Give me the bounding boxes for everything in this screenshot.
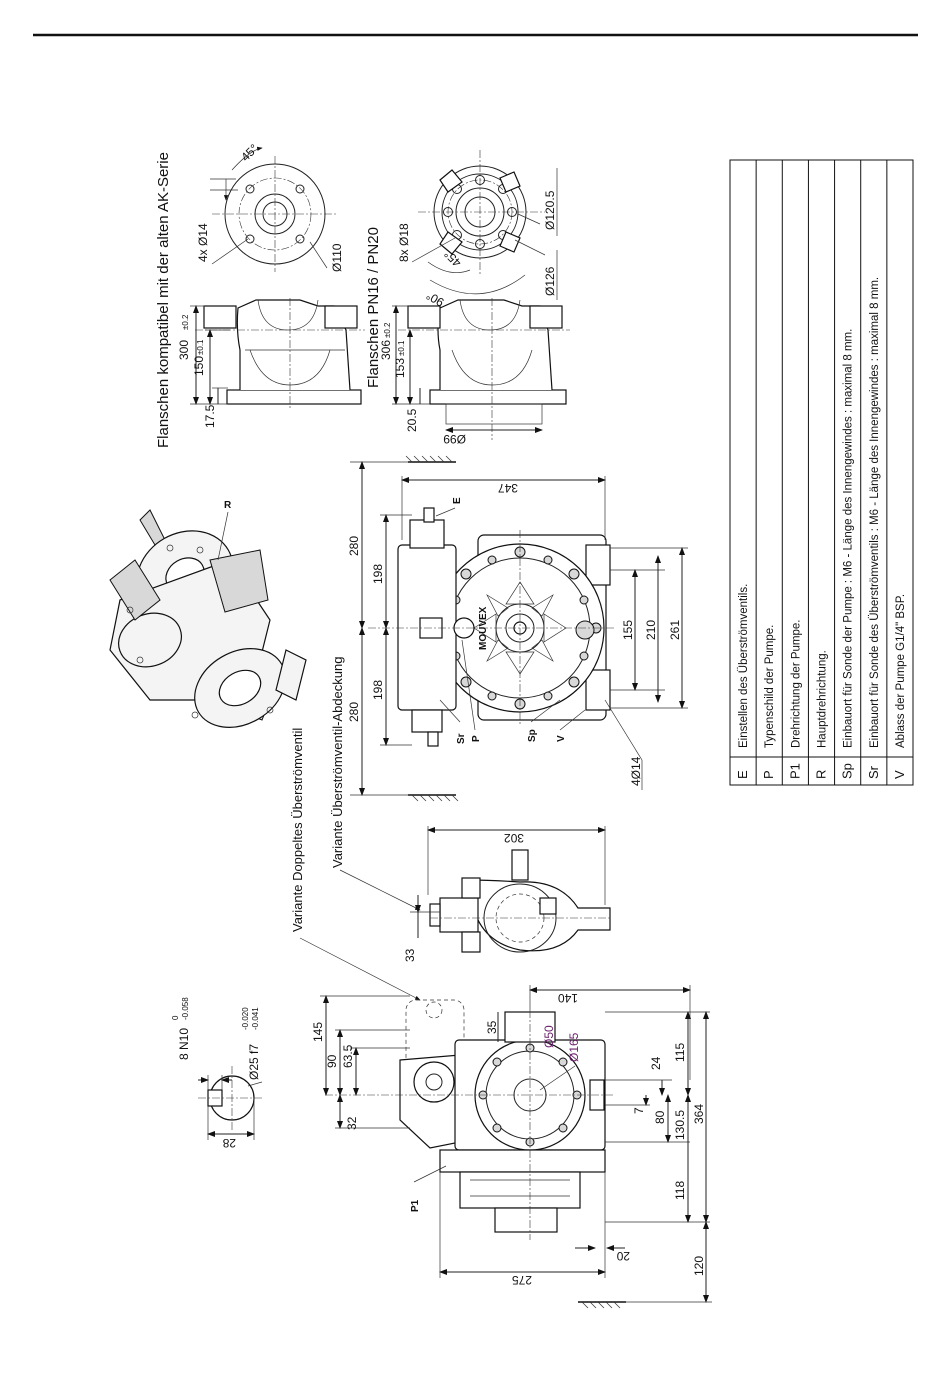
legend-code: E [735,770,750,779]
legend-code: Sp [840,763,855,779]
shaft-dia-tol-lo: -0.041 [251,1007,260,1030]
legend-code: Sr [866,765,881,779]
side-d115: 115 [673,1043,687,1062]
ak-holes: 4x Ø14 [196,223,210,262]
legend-table: E Einstellen des Überströmventils. P Typens… [729,159,914,786]
ak-pitch: Ø110 [330,243,344,272]
side-d32: 32 [345,1116,359,1130]
front-total: 347 [498,481,518,495]
front-half-right: 198 [371,680,385,700]
legend-code: V [892,770,907,779]
legend-text: Einbauort für Sonde der Pumpe : M6 - Län… [843,329,855,748]
legend-code: R [814,770,829,779]
side-d20: 20 [616,1249,630,1263]
front-marker-sr: Sr [456,733,467,744]
legend-text: Typenschild der Pumpe. [764,625,776,748]
front-d210: 210 [644,620,658,640]
ak-axis: 150 [192,356,206,376]
pn-pitch: Ø126 [543,266,557,296]
front-half-left: 198 [371,564,385,584]
front-marker-v: V [556,735,567,742]
side-d275: 275 [512,1273,532,1287]
pn-axis: 153 [393,358,407,378]
legend-text: Einstellen des Überströmventils. [738,584,750,748]
side-d120: 120 [692,1256,706,1276]
shaft-d28: 28 [222,1136,236,1150]
top-d33: 33 [403,948,417,962]
ak-axis-tol: ±0.1 [196,339,205,355]
legend-text: Einbauort für Sonde des Überströmventils… [869,277,881,748]
shaft-detail: 28 8 N10 0 -0.058 Ø25 f7 -0.020 -0.041 [171,997,264,1150]
side-d63-5: 63.5 [341,1044,355,1068]
heading-pn16: Flanschen PN16 / PN20 [365,227,382,388]
side-d50: Ø50 [542,1025,556,1048]
front-left-h: 280 [347,536,361,556]
front-marker-e: E [452,497,463,504]
pn-height: 306 [379,340,393,360]
side-d364: 364 [692,1104,706,1124]
shaft-key: 8 N10 [177,1028,191,1060]
pn-height-tol: ±0.2 [383,322,392,338]
front-d261: 261 [668,620,682,640]
legend-text: Drehrichtung der Pumpe. [790,620,802,748]
shaft-key-tol-lo: -0.058 [181,997,190,1020]
side-d35: 35 [485,1020,499,1034]
side-d145: 145 [311,1022,325,1042]
side-d165: Ø165 [567,1032,581,1062]
top-view: 302 33 [403,826,612,962]
heading-double-valve: Variante Doppeltes Überströmventil [290,728,305,932]
valve-cover-leader [339,869,421,911]
side-d118: 118 [673,1181,687,1200]
side-d7: 7 [632,1107,646,1114]
pn-axis-tol: ±0.1 [397,340,406,356]
heading-ak-compatible: Flanschen kompatibel mit der alten AK-Se… [155,152,172,448]
legend-text: Ablass der Pumpe G1/4" BSP. [895,594,907,748]
legend-code: P [761,770,776,779]
isometric-view: R [109,500,307,728]
front-d155: 155 [621,620,635,640]
side-marker-p1: P1 [410,1199,421,1212]
shaft-dia: Ø25 f7 [247,1044,261,1080]
legend-text: Hauptdrehrichtung. [817,650,829,748]
side-d140: 140 [558,991,578,1005]
ak-height: 300 [177,340,191,360]
ak-height-tol: ±0.2 [181,314,190,330]
heading-valve-cover: Variante Überströmventil-Abdeckung [330,657,345,868]
legend-code: P1 [787,763,802,779]
shaft-dia-tol-up: -0.020 [241,1007,250,1030]
pn-base: 20.5 [405,408,419,432]
iso-marker-r: R [224,500,232,511]
front-holes: 4Ø14 [629,756,643,786]
front-marker-sp: Sp [527,729,538,742]
side-d130-5: 130.5 [673,1110,687,1140]
ak-flange-views: 45° 4x Ø14 Ø110 300 ±0.2 150 ±0.1 17.5 [177,141,365,428]
side-d90: 90 [325,1054,339,1068]
front-view: MOUVEX 280 280 198 198 347 [347,455,688,802]
side-d80: 80 [653,1110,667,1124]
side-view: 145 90 63.5 32 140 35 Ø50 Ø165 24 7 80 1… [311,985,712,1309]
pn-bore: Ø99 [443,432,466,446]
double-valve-leader [299,937,421,1001]
side-d24: 24 [649,1056,663,1070]
pn-angle-1: 45° [441,247,464,270]
ak-base: 17.5 [203,404,217,428]
pn-holes: 8x Ø18 [397,223,411,262]
pn-outer: Ø120.5 [543,190,557,230]
front-marker-p: P [471,735,482,742]
shaft-key-tol-up: 0 [171,1015,180,1020]
top-d302: 302 [504,831,524,845]
ak-angle: 45° [238,141,261,164]
pn-flange-views: 8x Ø18 45° 90° Ø120.5 Ø126 306 ±0.2 153 … [379,150,570,446]
front-right-h: 280 [347,702,361,722]
